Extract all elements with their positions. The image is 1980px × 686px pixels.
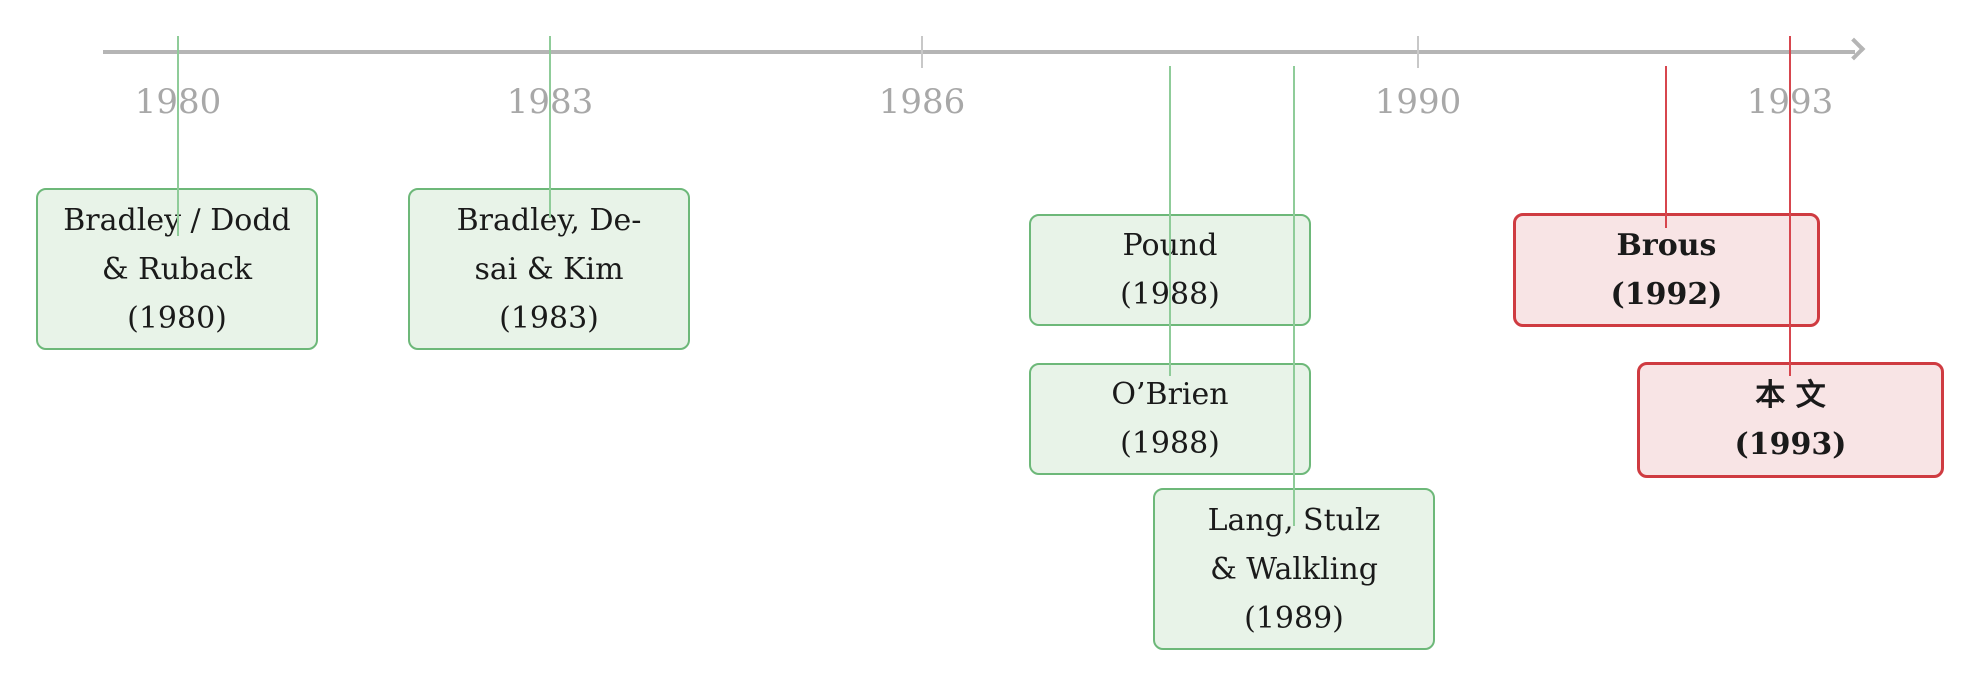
event-line: (1993): [1734, 427, 1847, 462]
event-line: Brous: [1616, 228, 1717, 263]
connector-pound-obrien: [1169, 66, 1171, 376]
event-card-brous: Brous (1992): [1513, 213, 1820, 327]
connector-bradley-desai-kim: [549, 36, 551, 218]
event-line: (1989): [1244, 600, 1344, 636]
event-card-this-paper: 本 文 (1993): [1637, 362, 1944, 478]
event-line: Bradley / Dodd: [63, 202, 291, 238]
timeline-axis: [103, 50, 1855, 54]
event-line: sai & Kim: [474, 251, 624, 287]
event-card-obrien: O’Brien (1988): [1029, 363, 1311, 475]
connector-this-paper: [1789, 36, 1791, 376]
axis-arrow-icon: [1842, 37, 1866, 61]
connector-brous: [1665, 66, 1667, 228]
tick-1986: [921, 36, 923, 68]
year-label-1990: 1990: [1374, 82, 1462, 122]
event-line: O’Brien: [1111, 377, 1229, 412]
connector-bradley-dodd-ruback: [177, 36, 179, 236]
tick-1990: [1417, 36, 1419, 68]
year-label-1986: 1986: [878, 82, 966, 122]
event-line: (1992): [1610, 277, 1723, 312]
event-line: (1988): [1120, 426, 1220, 461]
event-line: 本 文: [1755, 378, 1826, 413]
event-line: & Walkling: [1210, 551, 1378, 587]
connector-lang-stulz-walkling: [1293, 66, 1295, 526]
event-line: (1983): [499, 300, 599, 336]
event-line: (1980): [127, 300, 227, 336]
event-line: & Ruback: [101, 251, 253, 287]
